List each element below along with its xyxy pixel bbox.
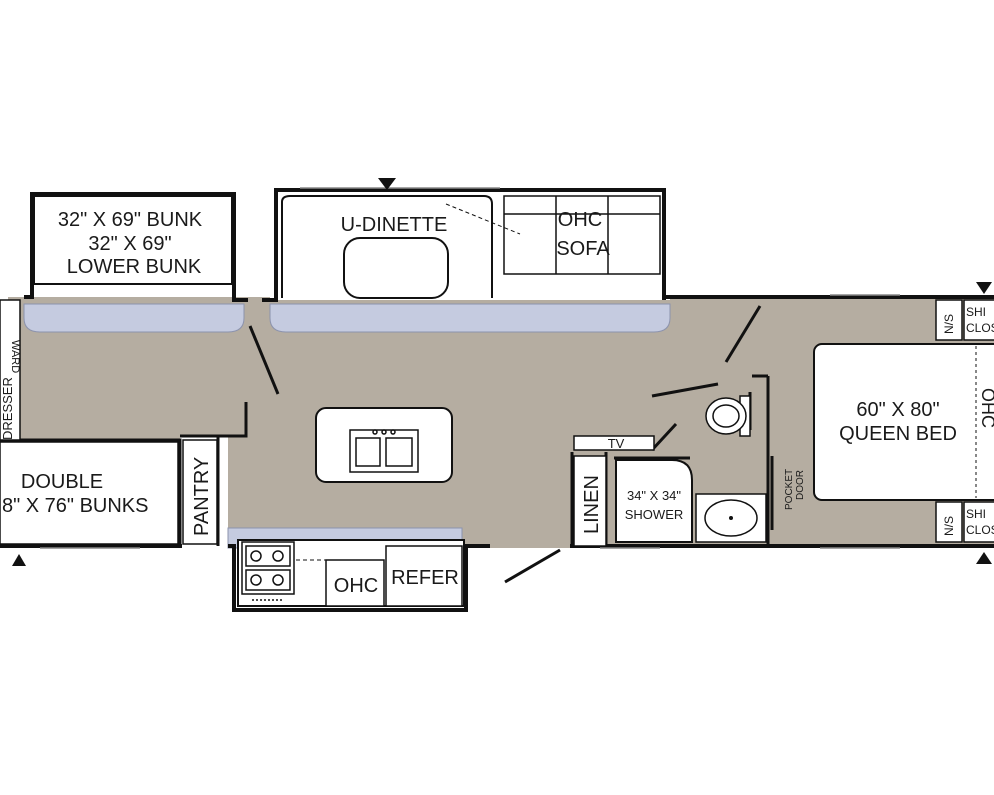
ohc-dashed-line	[445, 203, 521, 235]
edge-fragment-label: OHC	[978, 388, 994, 428]
linen-box	[573, 455, 607, 547]
sofa	[503, 195, 661, 275]
dinette-slide-floor	[269, 303, 671, 333]
nightstand-top	[935, 299, 963, 341]
ohc-bottom-label: OHC	[334, 575, 378, 597]
tv-label: TV	[608, 436, 625, 451]
door-label: DOOR	[795, 470, 806, 500]
u-dinette-label: U-DINETTE	[341, 214, 448, 236]
dresser-box	[0, 299, 21, 441]
shirt-bottom-label-2: CLOS	[966, 523, 994, 537]
queen-bed-label: QUEEN BED	[839, 423, 957, 445]
refer-label: REFER	[391, 567, 459, 589]
ohc-top-label: OHC	[558, 209, 602, 231]
double-bunks-label: DOUBLE	[21, 471, 103, 493]
interior-walls	[0, 305, 774, 584]
shirt-closet-bottom	[963, 501, 994, 543]
double-bunks-box	[0, 441, 179, 545]
shower-size-label: 34" X 34"	[627, 488, 681, 503]
stove-icon	[241, 541, 295, 601]
dinette-table	[343, 237, 449, 299]
queen-bed	[813, 343, 994, 501]
ohc-bottom-box	[325, 559, 385, 607]
shower-label: SHOWER	[625, 507, 684, 522]
left-bottom-arrow	[12, 554, 26, 566]
nightstand-bottom	[935, 501, 963, 543]
wardrobe-label: WARD	[9, 340, 21, 373]
shirt-top-label-2: CLOS	[966, 321, 994, 335]
sofa-label: SOFA	[556, 238, 610, 260]
main-floor	[8, 297, 994, 548]
upper-bunk-size-label: 32" X 69"	[88, 233, 171, 255]
lower-bunk-label: LOWER BUNK	[67, 256, 202, 278]
right-top-arrow	[976, 282, 992, 294]
dresser-label: DRESSER	[0, 377, 15, 440]
shower-box	[615, 459, 693, 543]
ns-top-label: N/S	[942, 314, 956, 334]
windows	[40, 187, 900, 549]
pantry-label: PANTRY	[191, 457, 213, 536]
toilet-icon	[705, 395, 751, 437]
pantry-box	[182, 439, 218, 545]
shirt-top-label-1: SHI	[966, 305, 986, 319]
top-entry-arrow	[378, 178, 396, 190]
right-bottom-arrow	[976, 552, 992, 564]
double-bunks-size-label: 8" X 76" BUNKS	[2, 495, 148, 517]
refer-box	[385, 545, 463, 607]
upper-bunk-label: 32" X 69" BUNK	[58, 209, 203, 231]
shirt-closet-top	[963, 299, 994, 341]
shirt-bottom-label-1: SHI	[966, 507, 986, 521]
upper-bunk-box	[33, 195, 233, 285]
bunk-slide-floor	[23, 303, 245, 333]
exterior-walls	[0, 188, 994, 612]
sink-icon	[349, 429, 419, 473]
tv-box	[573, 435, 655, 451]
queen-size-label: 60" X 80"	[856, 399, 939, 421]
ns-bottom-label: N/S	[942, 516, 956, 536]
pocket-label: POCKET	[784, 469, 795, 510]
linen-label: LINEN	[581, 475, 603, 534]
